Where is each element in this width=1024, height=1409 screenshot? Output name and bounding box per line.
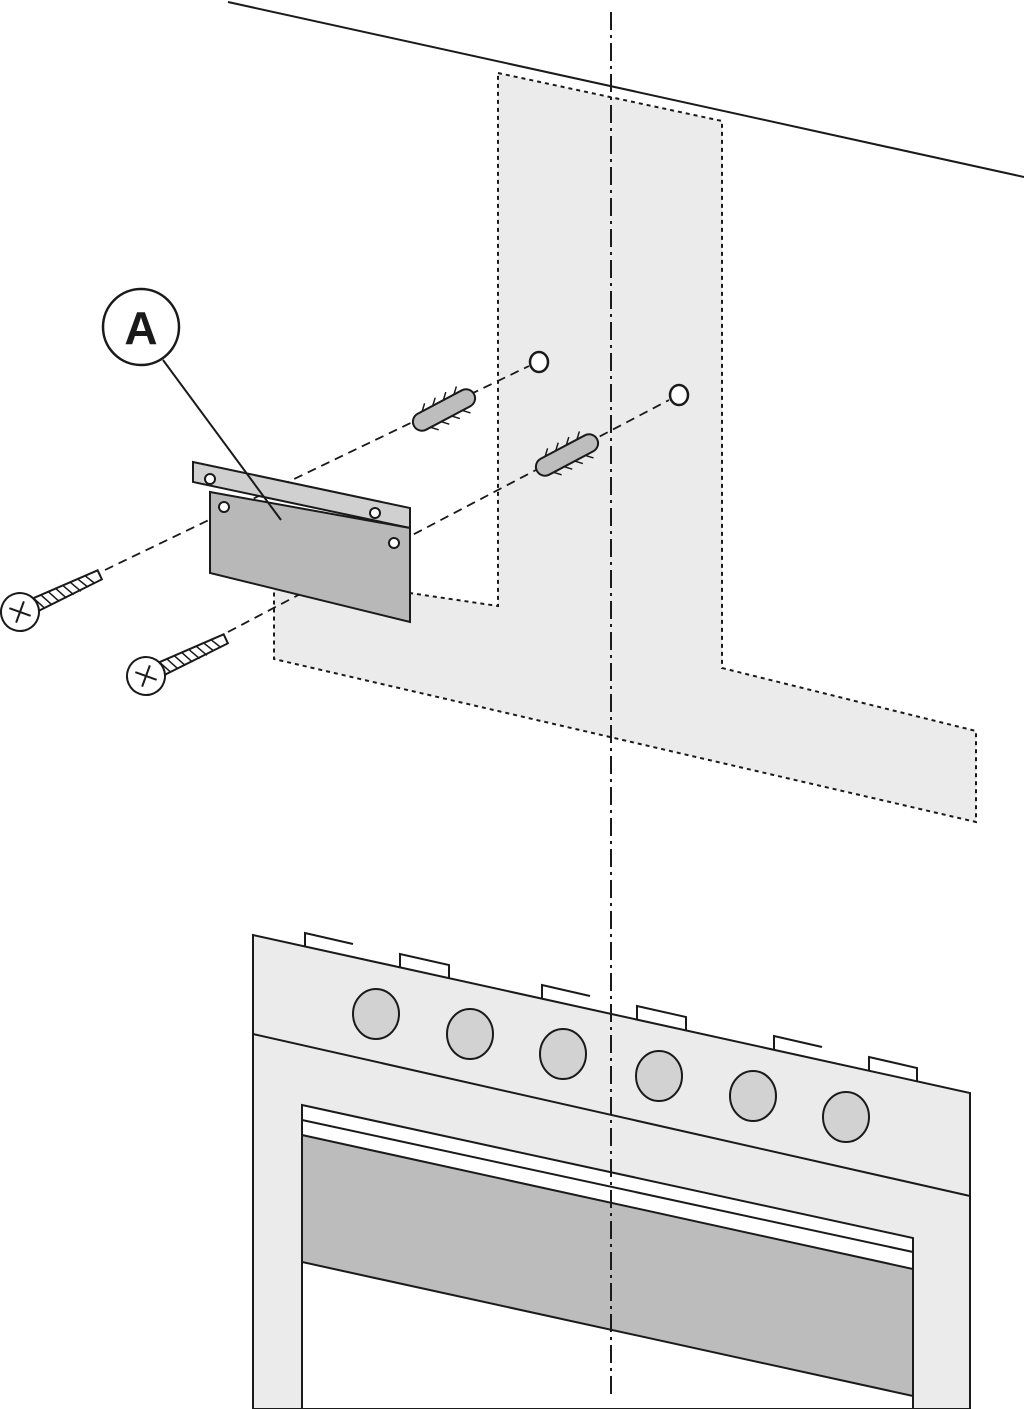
wall-plug [534,431,600,477]
bracket [192,460,411,624]
bracket-hole [369,507,381,519]
wall-hole-lower [668,383,690,407]
bracket-hole [218,501,230,513]
mounting-tabs [304,931,918,1081]
callout-leader [162,359,282,521]
control-knob [729,1070,777,1122]
oven-window [301,1133,914,1398]
door-handle-line [301,1119,914,1253]
bracket-plate [209,490,411,624]
callout-label: A [124,302,157,354]
control-knob [446,1008,494,1060]
control-knob [539,1028,587,1080]
installation-template [273,71,977,824]
control-knob [352,988,400,1040]
control-knob [635,1050,683,1102]
callout-circle [101,287,181,367]
control-knob [822,1091,870,1143]
bracket-hole [204,473,216,485]
screw [0,568,104,632]
knob-row [352,988,870,1143]
wall-hole-upper [528,350,550,374]
screw [126,632,230,696]
bracket-hole [388,537,400,549]
wall-plug [411,386,477,432]
wall-ceiling-line [227,1,1024,178]
